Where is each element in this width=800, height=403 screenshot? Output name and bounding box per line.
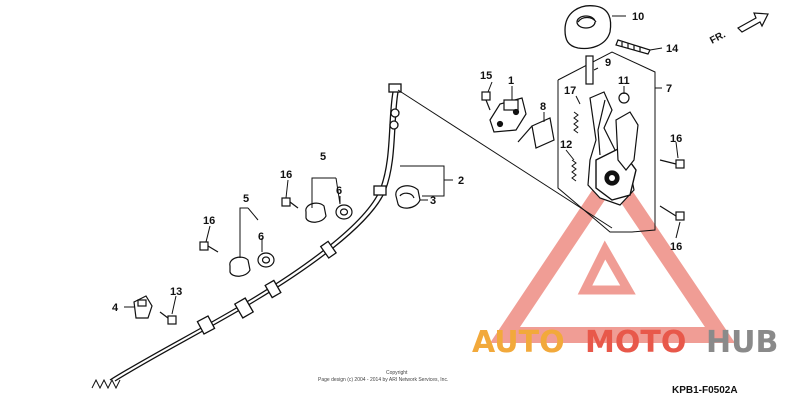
leader-line bbox=[397, 89, 613, 229]
clip-and-grommet-lower bbox=[229, 252, 275, 277]
callout-5-lower: 5 bbox=[243, 193, 249, 205]
bolt-16-left-a bbox=[281, 197, 299, 209]
knob-cap bbox=[564, 5, 612, 50]
clamp-3 bbox=[395, 185, 421, 209]
callout-2: 2 bbox=[458, 175, 464, 187]
callout-13: 13 bbox=[170, 286, 182, 298]
pin bbox=[615, 39, 651, 55]
callout-17: 17 bbox=[564, 85, 576, 97]
callout-8: 8 bbox=[540, 101, 546, 113]
callout-11: 11 bbox=[618, 75, 630, 87]
callout-6-lower: 6 bbox=[258, 231, 264, 243]
callout-15: 15 bbox=[480, 70, 492, 82]
callout-10: 10 bbox=[632, 11, 644, 23]
watermark-text: AUTO MOTO HUB bbox=[472, 325, 778, 360]
watermark-logo bbox=[490, 160, 736, 343]
watermark-word-auto: AUTO bbox=[472, 325, 565, 360]
bolt-16-left-b bbox=[199, 241, 219, 253]
copyright-title: Copyright bbox=[386, 370, 408, 376]
callout-14: 14 bbox=[666, 43, 679, 55]
callout-16-lower: 16 bbox=[203, 215, 215, 227]
front-direction-indicator: FR. bbox=[708, 12, 769, 47]
watermark-word-moto: MOTO bbox=[585, 325, 686, 360]
brake-cable bbox=[91, 83, 402, 390]
callout-5-upper: 5 bbox=[320, 151, 326, 163]
callout-3: 3 bbox=[430, 195, 436, 207]
callout-16-right-bottom: 16 bbox=[670, 241, 682, 253]
diagram-code: KPB1-F0502A bbox=[672, 385, 738, 396]
front-label: FR. bbox=[708, 29, 728, 46]
callout-labels: 10 14 9 7 11 17 12 1 8 15 16 16 2 3 5 6 … bbox=[112, 11, 682, 314]
bolt-16-right-a bbox=[659, 159, 685, 169]
callout-4: 4 bbox=[112, 302, 119, 314]
bolt-16-right-b bbox=[659, 205, 685, 221]
lever-assembly bbox=[557, 51, 656, 233]
callout-12: 12 bbox=[560, 139, 572, 151]
callout-6-upper: 6 bbox=[336, 185, 342, 197]
front-arrow-icon bbox=[737, 12, 769, 33]
watermark-word-hub: HUB bbox=[706, 325, 778, 360]
callout-16-upper: 16 bbox=[280, 169, 292, 181]
holder-4 bbox=[133, 295, 153, 319]
plate-8 bbox=[517, 117, 555, 149]
bracket-1 bbox=[489, 97, 527, 133]
bolt-15 bbox=[481, 91, 491, 111]
callout-leaders bbox=[124, 15, 681, 315]
clip-and-grommet-upper bbox=[305, 202, 353, 223]
bolt-13 bbox=[159, 311, 177, 325]
callout-7: 7 bbox=[666, 83, 672, 95]
callout-16-right-top: 16 bbox=[670, 133, 682, 145]
callout-9: 9 bbox=[605, 57, 611, 69]
copyright-text: Page design (c) 2004 - 2014 by ARI Netwo… bbox=[318, 377, 448, 383]
callout-1: 1 bbox=[508, 75, 514, 87]
